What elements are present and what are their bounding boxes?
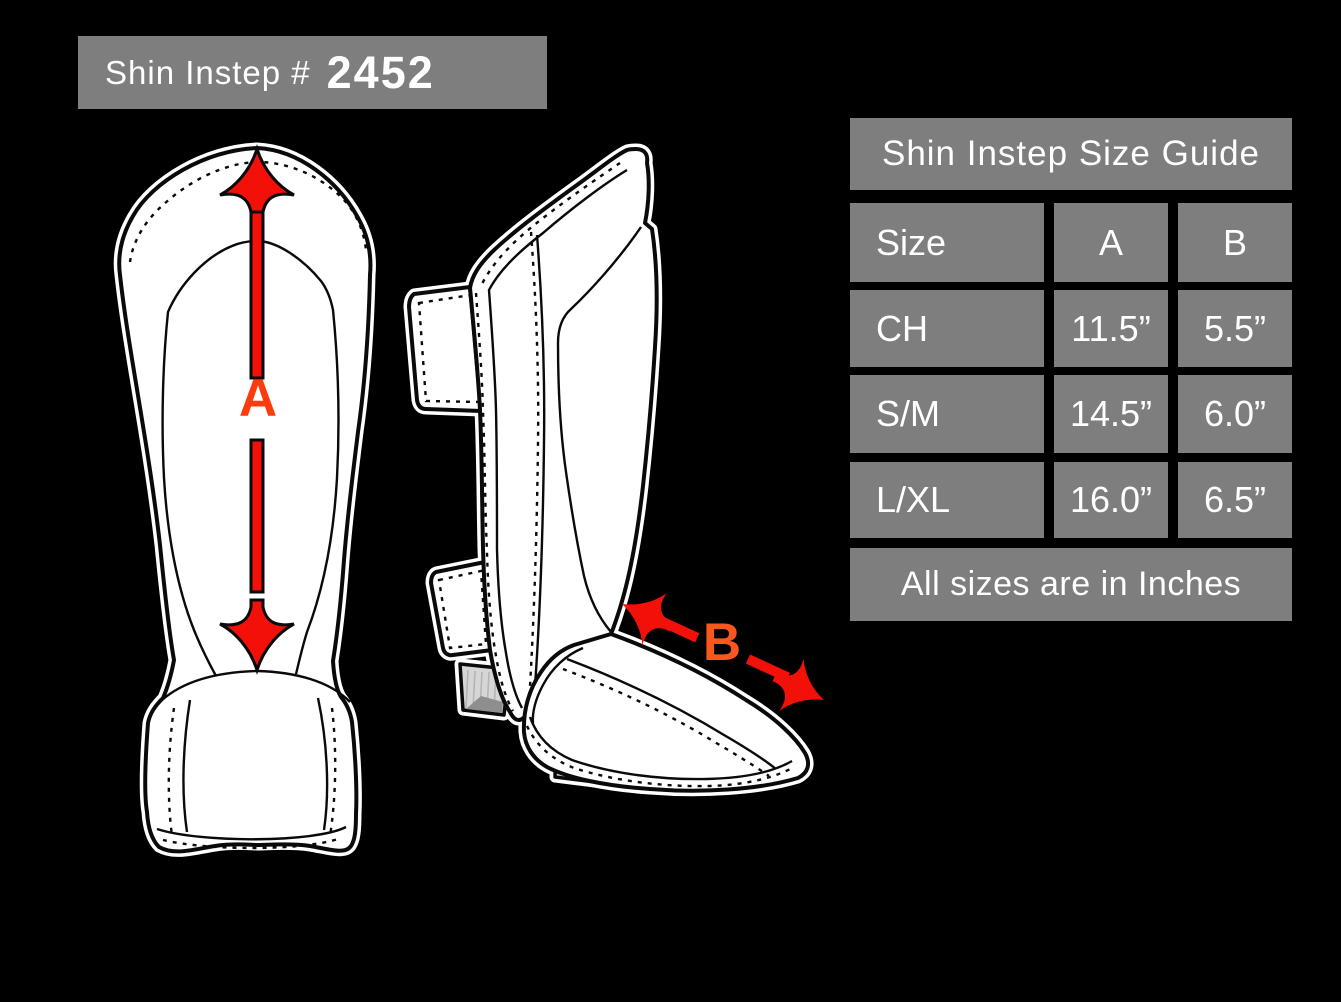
side-top-edge-stitch	[479, 162, 621, 287]
arrow-a-lower-shaft	[249, 438, 265, 594]
front-length-arrow	[218, 147, 296, 672]
row-a-value: 14.5”	[1054, 375, 1168, 453]
instep-bottom-stitch	[525, 725, 795, 788]
side-edge-binding	[487, 168, 628, 709]
arrow-a-upper-shaft	[249, 210, 265, 380]
row-b-value: 5.5”	[1178, 290, 1292, 367]
column-header-a: A	[1054, 203, 1168, 282]
front-guard-outline	[117, 146, 373, 854]
side-center-stitch	[527, 231, 540, 704]
row-a-value: 11.5”	[1054, 290, 1168, 367]
instep-width-arrow	[609, 577, 837, 727]
column-header-b: B	[1178, 203, 1292, 282]
front-instep-bottom-stitch	[162, 836, 342, 850]
row-b-value: 6.5”	[1178, 462, 1292, 538]
shin-guard-front-view	[117, 146, 373, 854]
size-guide-title: Shin Instep Size Guide	[850, 118, 1292, 190]
side-strap-upper	[407, 285, 483, 413]
front-instep-right-seam	[316, 697, 329, 831]
row-size-label: CH	[850, 290, 1044, 367]
row-size-label: L/XL	[850, 462, 1044, 538]
front-instep-left-seam	[182, 699, 192, 833]
size-guide-table: Shin Instep Size Guide Size A B CH 11.5”…	[850, 118, 1292, 621]
size-guide-footnote: All sizes are in Inches	[850, 548, 1292, 621]
instep-heel-seam	[531, 646, 584, 725]
side-left-edge-stitch	[474, 292, 515, 712]
row-size-label: S/M	[850, 375, 1044, 453]
dimension-label-b: B	[702, 613, 742, 672]
row-a-value: 16.0”	[1054, 462, 1168, 538]
product-model-number: 2452	[326, 46, 435, 98]
dimension-label-a: A	[238, 369, 278, 428]
instep-top-seam	[566, 657, 777, 770]
row-b-value: 6.0”	[1178, 375, 1292, 453]
side-instep-outline	[521, 632, 811, 793]
side-strap-lower	[429, 560, 494, 658]
shin-guard-side-view	[407, 147, 811, 793]
table-row: L/XL 16.0” 6.5”	[850, 462, 1292, 538]
table-row: S/M 14.5” 6.0”	[850, 375, 1292, 453]
instep-top-stitch	[562, 667, 770, 777]
product-title-banner: Shin Instep # 2452	[78, 36, 547, 109]
instep-bottom-seam	[528, 716, 793, 781]
column-header-size: Size	[850, 203, 1044, 282]
size-guide-header-row: Size A B	[850, 203, 1292, 282]
product-name: Shin Instep #	[105, 53, 311, 91]
arrow-b-left-shaft	[647, 611, 700, 643]
table-row: CH 11.5” 5.5”	[850, 290, 1292, 367]
side-center-seam	[532, 234, 546, 701]
side-guard-outline	[468, 147, 659, 723]
side-front-panel-seam	[556, 226, 642, 633]
front-instep-bottom-seam	[156, 825, 347, 841]
